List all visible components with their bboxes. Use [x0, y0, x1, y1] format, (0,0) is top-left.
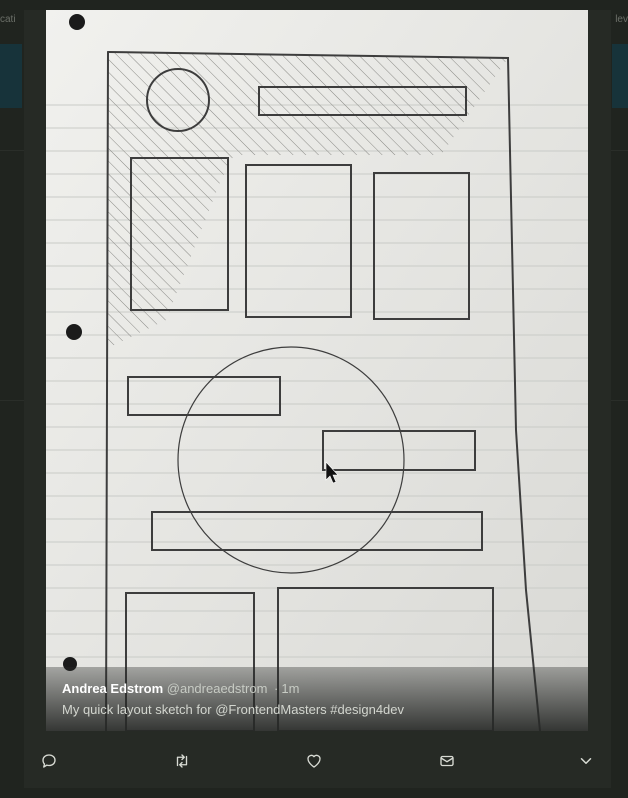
tweet-photo[interactable]: Andrea Edstrom @andreaedstrom ·1m My qui…: [46, 10, 588, 731]
direct-message-icon: [440, 755, 454, 767]
tweet-action-bar: [24, 738, 611, 784]
layout-sketch-image: [46, 10, 588, 731]
background-text-left: cati: [0, 14, 16, 25]
hashtag-link[interactable]: #design4dev: [330, 702, 405, 717]
mention-link[interactable]: @FrontendMasters: [215, 702, 327, 717]
direct-message-button[interactable]: [434, 748, 460, 774]
tweet-text: My quick layout sketch for @FrontendMast…: [62, 702, 404, 717]
background-card-right: [612, 44, 628, 108]
author-name[interactable]: Andrea Edstrom: [62, 681, 164, 696]
like-icon: [307, 754, 321, 768]
more-options-button[interactable]: [573, 748, 599, 774]
reply-button[interactable]: [36, 748, 62, 774]
tweet-timestamp[interactable]: 1m: [281, 681, 300, 696]
background-card-left: [0, 44, 22, 108]
reply-icon: [42, 754, 56, 768]
retweet-icon: [176, 754, 188, 768]
background-text-right: lev: [615, 14, 628, 25]
tweet-text-prefix: My quick layout sketch for: [62, 702, 212, 717]
media-viewer-modal: Andrea Edstrom @andreaedstrom ·1m My qui…: [24, 10, 611, 788]
like-button[interactable]: [301, 748, 327, 774]
tweet-author-line: Andrea Edstrom @andreaedstrom ·1m: [62, 681, 299, 696]
retweet-button[interactable]: [169, 748, 195, 774]
separator-dot: ·: [274, 681, 279, 696]
tweet-caption: Andrea Edstrom @andreaedstrom ·1m My qui…: [46, 667, 588, 731]
more-chevron-icon: [580, 758, 592, 764]
author-handle[interactable]: @andreaedstrom: [166, 681, 268, 696]
